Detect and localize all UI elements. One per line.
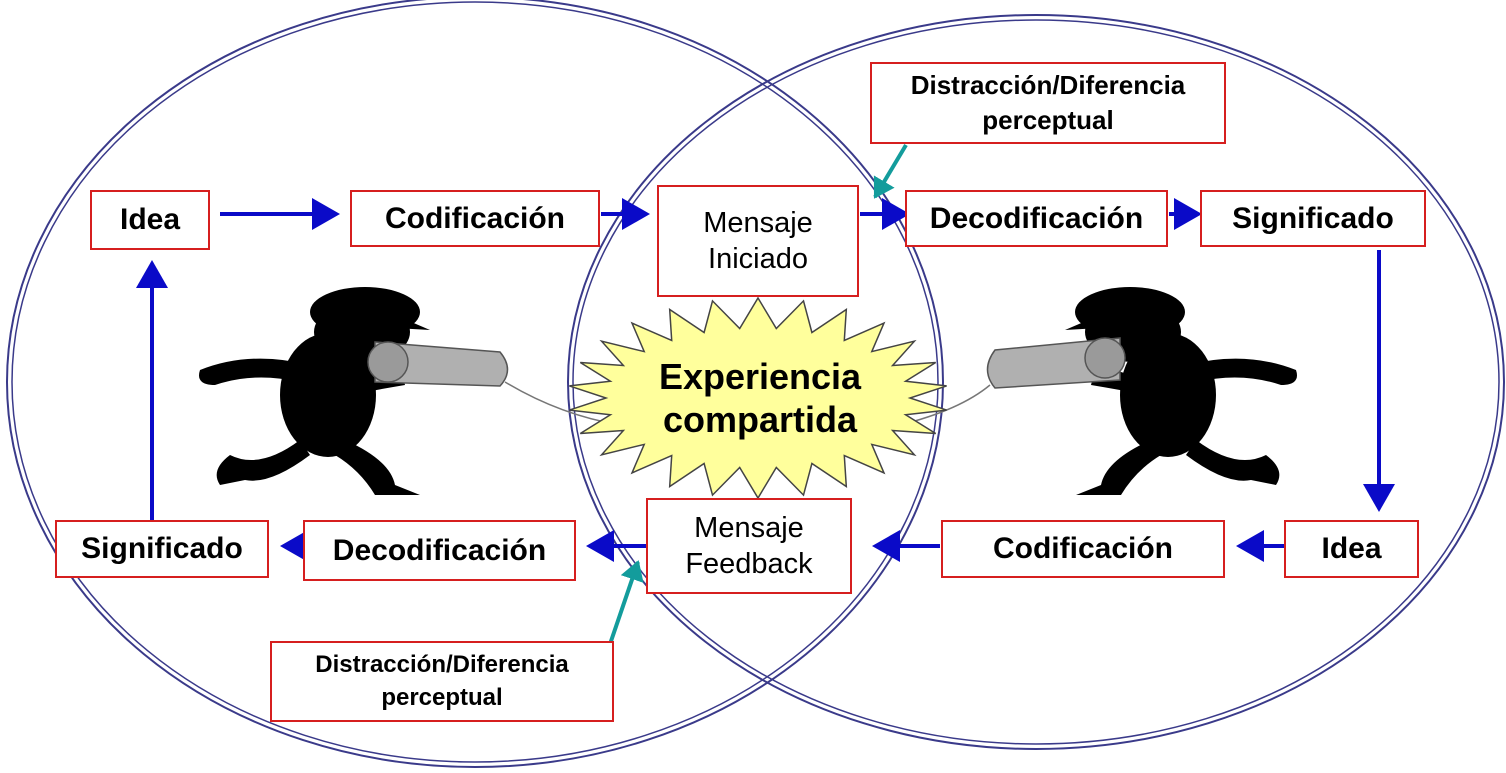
mensaje-iniciado-box: Mensaje Iniciado	[657, 185, 859, 297]
mensaje-feedback-label: Mensaje Feedback	[685, 511, 813, 580]
mensaje-feedback-box: Mensaje Feedback	[646, 498, 852, 594]
noise-arrow-top	[873, 143, 908, 199]
codificacion-box-right: Codificación	[941, 520, 1225, 578]
idea-label-left: Idea	[119, 203, 181, 236]
sender-circle	[6, 0, 944, 768]
experiencia-label: Experiencia compartida	[658, 356, 862, 441]
noise-arrow-bottom	[606, 560, 644, 651]
significado-box-right: Significado	[1200, 190, 1426, 247]
codificacion-label-left: Codificación	[384, 201, 565, 235]
significado-label-left: Significado	[81, 532, 243, 565]
receiver-circle	[567, 14, 1505, 750]
receiver-cup	[986, 337, 1126, 389]
mensaje-iniciado-label: Mensaje Iniciado	[703, 206, 813, 275]
idea-box-left: Idea	[90, 190, 210, 250]
distraccion-box-top: Distracción/Diferencia perceptual	[870, 62, 1226, 144]
distraccion-label-bottom: Distracción/Diferencia perceptual	[315, 651, 569, 711]
sender-figure	[199, 287, 430, 495]
distraccion-box-bottom: Distracción/Diferencia perceptual	[270, 641, 614, 722]
significado-label-right: Significado	[1232, 201, 1394, 235]
codificacion-label-right: Codificación	[992, 532, 1173, 565]
codificacion-box-left: Codificación	[350, 190, 600, 247]
receiver-figure	[1065, 287, 1297, 495]
decodificacion-box-right: Decodificación	[905, 190, 1168, 247]
decodificacion-label-left: Decodificación	[332, 533, 547, 567]
distraccion-label-top: Distracción/Diferencia perceptual	[910, 69, 1186, 135]
decodificacion-box-left: Decodificación	[303, 520, 576, 581]
sender-cup	[367, 341, 509, 387]
significado-box-left: Significado	[55, 520, 269, 578]
idea-label-right: Idea	[1321, 532, 1382, 565]
idea-box-right: Idea	[1284, 520, 1419, 578]
decodificacion-label-right: Decodificación	[929, 201, 1144, 235]
